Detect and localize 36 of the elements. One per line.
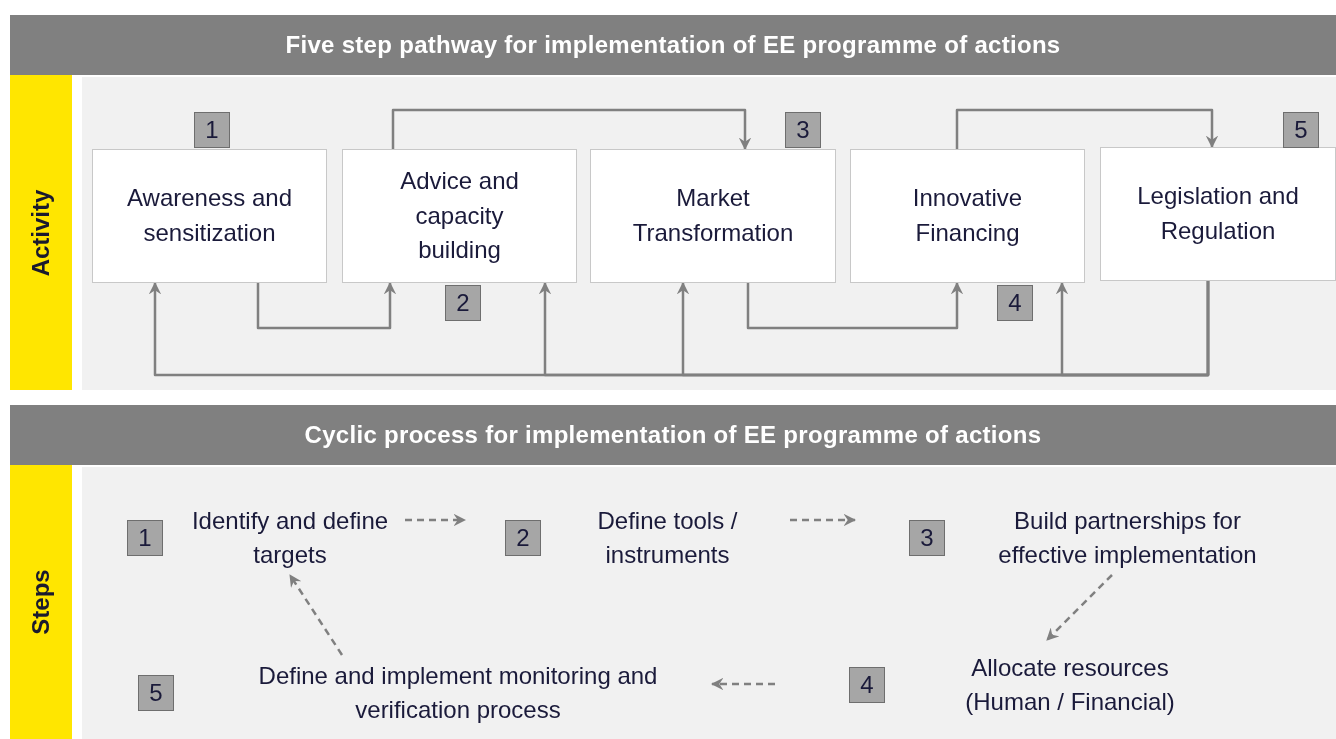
arrow (256, 281, 397, 330)
arrow (790, 513, 857, 527)
activity-text: Legislation and Regulation (1136, 181, 1300, 246)
number-tag: 1 (127, 519, 163, 556)
side-label: Steps (27, 569, 55, 635)
side-label: Activity (27, 189, 55, 276)
step-text: Allocate resources (Human / Financial) (964, 653, 1176, 717)
number-tag: 5 (1283, 112, 1319, 148)
header-title: Five step pathway for implementation of EE programme of actions (285, 31, 1061, 59)
number-tag: 4 (849, 667, 885, 703)
arrow (391, 108, 752, 151)
arrow (710, 677, 775, 691)
activity-text: Innovative Financing (911, 183, 1024, 248)
arrow (1055, 281, 1210, 377)
step-text: Identify and define targets (190, 505, 390, 570)
number-tag: 4 (997, 285, 1033, 321)
activity-text: Market Transformation (631, 183, 795, 248)
number-tag: 5 (138, 674, 174, 711)
arrow (288, 574, 344, 656)
number-tag: 3 (785, 112, 821, 148)
activity-text: Awareness and sensitization (127, 183, 292, 248)
activity-text: Advice and capacity building (399, 165, 520, 266)
section-panel (10, 15, 1336, 390)
step-text: Build partnerships for effective implementation (997, 505, 1258, 570)
section-panel (10, 405, 1336, 739)
arrow (405, 513, 467, 527)
number-tag: 2 (505, 519, 541, 556)
step-text: Define and implement monitoring and verification process (258, 660, 658, 725)
number-tag: 2 (445, 285, 481, 321)
arrow (955, 108, 1219, 149)
number-tag: 1 (194, 112, 230, 148)
arrow (1046, 574, 1113, 641)
header-title: Cyclic process for implementation of EE programme of actions (304, 421, 1042, 449)
arrow (746, 281, 964, 330)
number-tag: 3 (909, 519, 945, 556)
step-text: Define tools / instruments (596, 505, 739, 570)
